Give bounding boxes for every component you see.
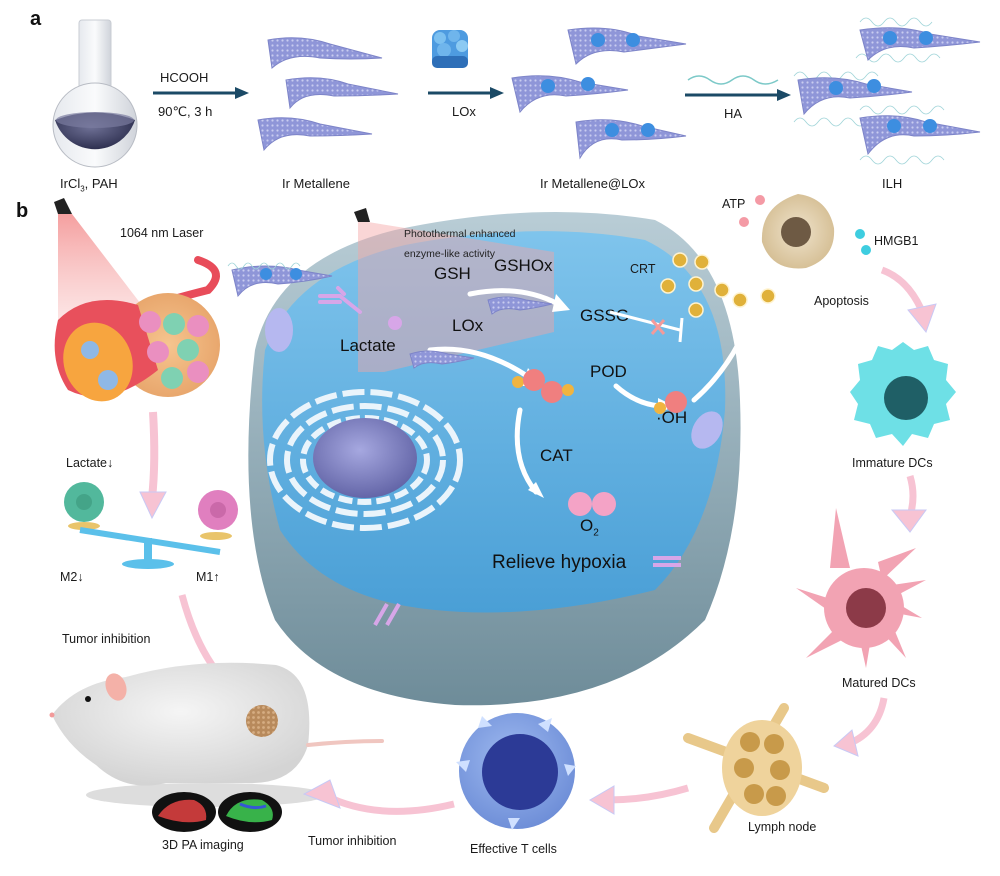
tumor-inhibition-label-bottom: Tumor inhibition [308,834,397,848]
pink-arrow-mdc-to-lymph [833,697,888,757]
relieve-hypoxia-label: Relieve hypoxia [492,552,627,573]
hmgb1-molecules [855,229,871,255]
arrow-3-bottom-label: HA [724,106,743,121]
apoptotic-cell-icon [761,194,835,269]
arrow-1 [153,87,249,99]
oxygen-molecule-icon [568,492,616,516]
step-label-ircl3: IrCl3, PAH [60,176,118,194]
arrow-1-top-label: HCOOH [160,70,209,85]
arrow-2-bottom-label: LOx [452,104,476,119]
m2-down-label: M2↓ [60,570,84,584]
hydroxyl-radical-label: ·OH [656,408,688,427]
immature-dc-cell [850,342,956,446]
crt-label: CRT [630,262,656,276]
arrow-1-bottom-label: 90℃, 3 h [158,104,213,119]
lox-enzyme-icon [432,30,468,68]
pink-arrow-idc-to-mdc [890,474,927,533]
lox-label: LOx [452,316,484,335]
laser-label: 1064 nm Laser [120,226,204,240]
atp-label: ATP [722,197,746,211]
h2o2-molecule-icon [512,369,574,403]
tumor-inhibition-label-left: Tumor inhibition [62,632,151,646]
immature-dcs-label: Immature DCs [852,456,933,470]
pa-imaging-thumbnails [152,792,282,832]
step-label-ilh: ILH [882,176,903,191]
gshox-label: GSHOx [494,256,553,275]
lactate-down-label: Lactate↓ [66,456,114,470]
cat-label: CAT [540,446,573,465]
panel-b-letter: b [16,200,29,222]
pathway-arrows [427,274,770,498]
crt-dots [660,252,776,318]
ilh-nanosheets [793,17,981,165]
intracellular-ilh-1 [487,296,553,315]
gsh-label: GSH [434,264,471,283]
tumor-blood-vessel [54,256,220,402]
intracellular-ilh-2 [409,350,475,369]
lymph-node-label: Lymph node [748,820,817,834]
atp-molecules [739,195,765,227]
pink-arrow-lymph-to-tcell [589,784,690,815]
hmgb1-label: HMGB1 [874,234,919,248]
ilh-particle-icon [227,262,333,298]
lymph-node [683,703,829,833]
flask-icon [52,19,138,168]
effective-t-cell [456,713,576,830]
step-label-ir-metallene-lox: Ir Metallene@LOx [540,176,645,191]
pod-label: POD [590,362,627,381]
ir-metallene-lox-sheets [511,27,687,160]
arrow-3 [685,89,791,101]
pink-arrow-apoptosis-to-idc [880,266,937,334]
photothermal-label-line1: Photothermal enhanced [404,228,516,240]
o2-label: O2 [580,516,599,539]
apoptosis-label: Apoptosis [814,294,869,308]
lactate-label: Lactate [340,336,396,355]
matured-dc-cell [796,508,926,668]
pink-arrow-down-1 [139,411,167,520]
membrane-receptor-icon [318,286,362,314]
matured-dcs-label: Matured DCs [842,676,916,690]
m1-up-label: M1↑ [196,570,220,584]
lactate-molecule-icon [388,316,402,330]
gssg-label: GSSG [580,306,630,325]
ir-metallene-sheets [257,37,399,152]
effective-t-cells-label: Effective T cells [470,842,557,856]
arrow-2 [428,87,504,99]
hydroxyl-molecule-icon [654,391,687,414]
photothermal-laser-icon [354,208,554,372]
step-label-ir-metallene: Ir Metallene [282,176,350,191]
photothermal-label-line2: enzyme-like activity [404,248,496,260]
pa-imaging-label: 3D PA imaging [162,838,244,852]
ha-polymer-icon [687,75,779,85]
pink-arrow-tcell-to-mouse [302,779,455,815]
lymph-node-icon [684,0,834,140]
balance-scale-icon [64,482,238,569]
tumor-cell [248,212,741,706]
panel-a-letter: a [30,8,42,30]
